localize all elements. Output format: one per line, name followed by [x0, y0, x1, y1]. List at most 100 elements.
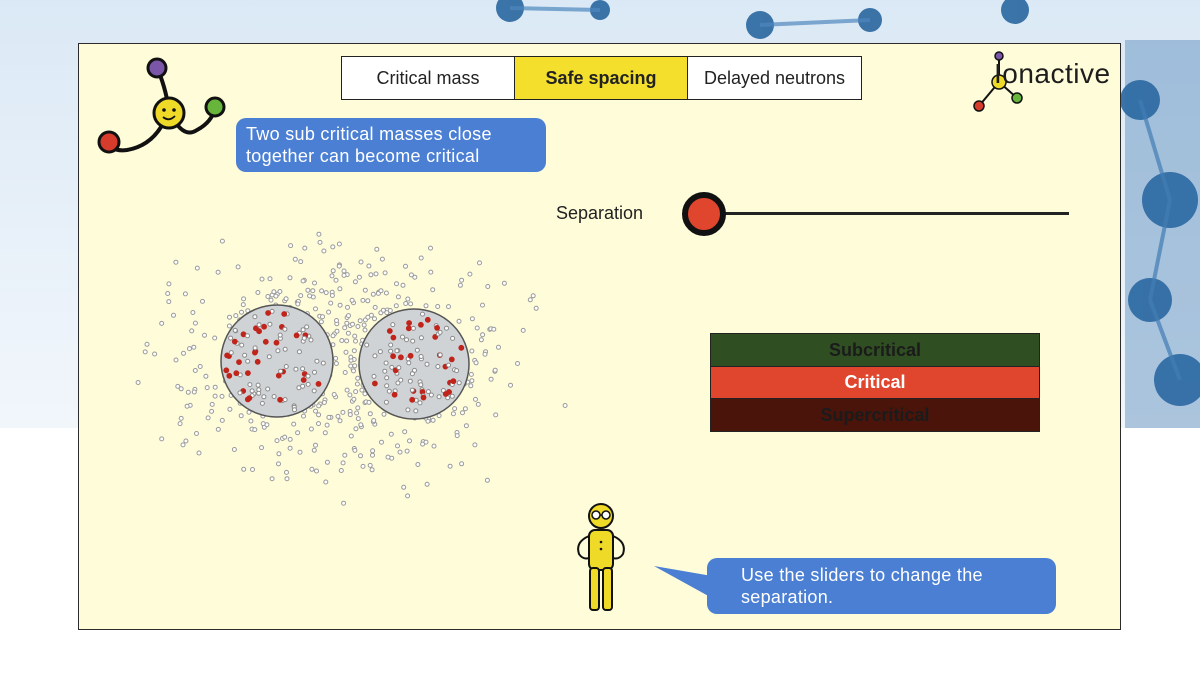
neutron-dot: [397, 449, 403, 455]
neutron-dot: [520, 327, 526, 333]
neutron-dot: [468, 383, 474, 389]
neutron-dot: [530, 293, 536, 299]
neutron-dot: [304, 324, 310, 330]
neutron-dot: [452, 406, 458, 412]
neutron-dot: [313, 408, 318, 414]
neutron-dot: [334, 328, 340, 334]
neutron-dot: [267, 321, 273, 327]
neutron-dot: [423, 303, 429, 309]
neutron-dot: [393, 303, 399, 309]
neutron-dot: [187, 346, 192, 352]
fission-event-dot: [275, 372, 282, 379]
neutron-dot: [180, 442, 186, 448]
neutron-dot: [308, 426, 314, 432]
neutron-dot: [454, 433, 460, 439]
neutron-dot: [410, 325, 416, 331]
neutron-dot: [368, 272, 374, 278]
neutron-dot: [191, 344, 197, 350]
neutron-dot: [386, 388, 392, 394]
neutron-dot: [492, 367, 498, 373]
state-subcritical: Subcritical: [711, 334, 1039, 366]
neutron-dot: [333, 361, 339, 366]
neutron-dot: [428, 245, 433, 251]
neutron-dot: [418, 382, 424, 388]
neutron-dot: [365, 314, 371, 320]
neutron-dot: [250, 467, 255, 472]
separation-slider[interactable]: [682, 189, 1069, 237]
slider-track[interactable]: [687, 212, 1069, 215]
neutron-dot: [278, 368, 284, 374]
neutron-dot: [418, 354, 424, 359]
neutron-dot: [412, 274, 418, 280]
neutron-dot: [355, 405, 361, 411]
fission-event-dot: [442, 391, 449, 397]
neutron-dot: [380, 307, 386, 313]
neutron-dot: [388, 431, 394, 437]
fission-event-dot: [231, 338, 238, 345]
neutron-dot: [400, 282, 406, 288]
neutron-dot: [194, 265, 200, 271]
neutron-dot: [219, 238, 225, 244]
neutron-dot: [231, 447, 237, 452]
neutron-dot: [337, 286, 343, 292]
fission-event-dot: [265, 310, 272, 316]
neutron-dot: [152, 351, 158, 357]
neutron-dot: [256, 390, 262, 396]
neutron-dot: [255, 382, 261, 388]
neutron-dot: [477, 260, 482, 266]
neutron-dot: [372, 316, 377, 322]
neutron-dot: [316, 412, 322, 418]
neutron-dot: [166, 299, 172, 305]
neutron-dot: [305, 287, 311, 293]
neutron-dot: [405, 493, 411, 499]
neutron-dot: [370, 452, 375, 458]
fission-event-dot: [407, 352, 414, 359]
neutron-dot: [354, 381, 360, 387]
neutron-dot: [288, 243, 294, 249]
neutron-dot: [423, 439, 429, 445]
neutron-dot: [324, 459, 330, 465]
neutron-dot: [323, 290, 329, 296]
molecule-logo-icon: [973, 51, 1023, 112]
neutron-dot: [282, 434, 288, 440]
neutron-dot: [351, 396, 357, 402]
fission-event-dot: [420, 394, 427, 401]
neutron-dot: [215, 426, 221, 432]
tab-delayed-neutrons[interactable]: Delayed neutrons: [688, 56, 862, 100]
fission-event-dot: [300, 377, 307, 383]
fission-event-dot: [386, 328, 393, 334]
tab-critical-mass[interactable]: Critical mass: [341, 56, 515, 100]
neutron-dot: [478, 337, 484, 343]
neutron-dot: [379, 439, 384, 445]
instruction-speech-bubble: Use the sliders to change the separation…: [707, 558, 1056, 614]
neutron-dot: [413, 408, 419, 414]
tab-safe-spacing[interactable]: Safe spacing: [515, 56, 688, 100]
fission-event-dot: [293, 332, 300, 339]
neutron-dot: [314, 468, 319, 474]
neutron-dot: [323, 479, 329, 485]
neutron-dot: [431, 443, 437, 449]
neutron-dot: [300, 278, 306, 284]
neutron-dot: [326, 414, 332, 420]
neutron-dot: [165, 291, 171, 296]
neutron-dot: [142, 349, 148, 355]
neutron-dot: [182, 291, 188, 297]
neutron-dot: [321, 248, 327, 254]
neutron-dot: [178, 386, 184, 392]
neutron-dot: [209, 401, 215, 407]
neutron-dot: [287, 445, 293, 451]
neutron-dot: [454, 368, 460, 374]
neutron-dot: [261, 394, 267, 400]
slider-thumb[interactable]: [682, 192, 726, 236]
neutron-dot: [428, 269, 434, 275]
neutron-dot: [508, 382, 513, 388]
fission-event-dot: [406, 320, 413, 326]
neutron-dot: [329, 293, 335, 298]
neutron-dot: [368, 312, 374, 318]
neutron-dot: [472, 442, 478, 448]
fission-event-dot: [252, 349, 258, 356]
neutron-dot: [371, 373, 377, 379]
neutron-dot: [348, 363, 354, 369]
neutron-dot: [351, 348, 357, 354]
neutron-dot: [320, 360, 326, 366]
